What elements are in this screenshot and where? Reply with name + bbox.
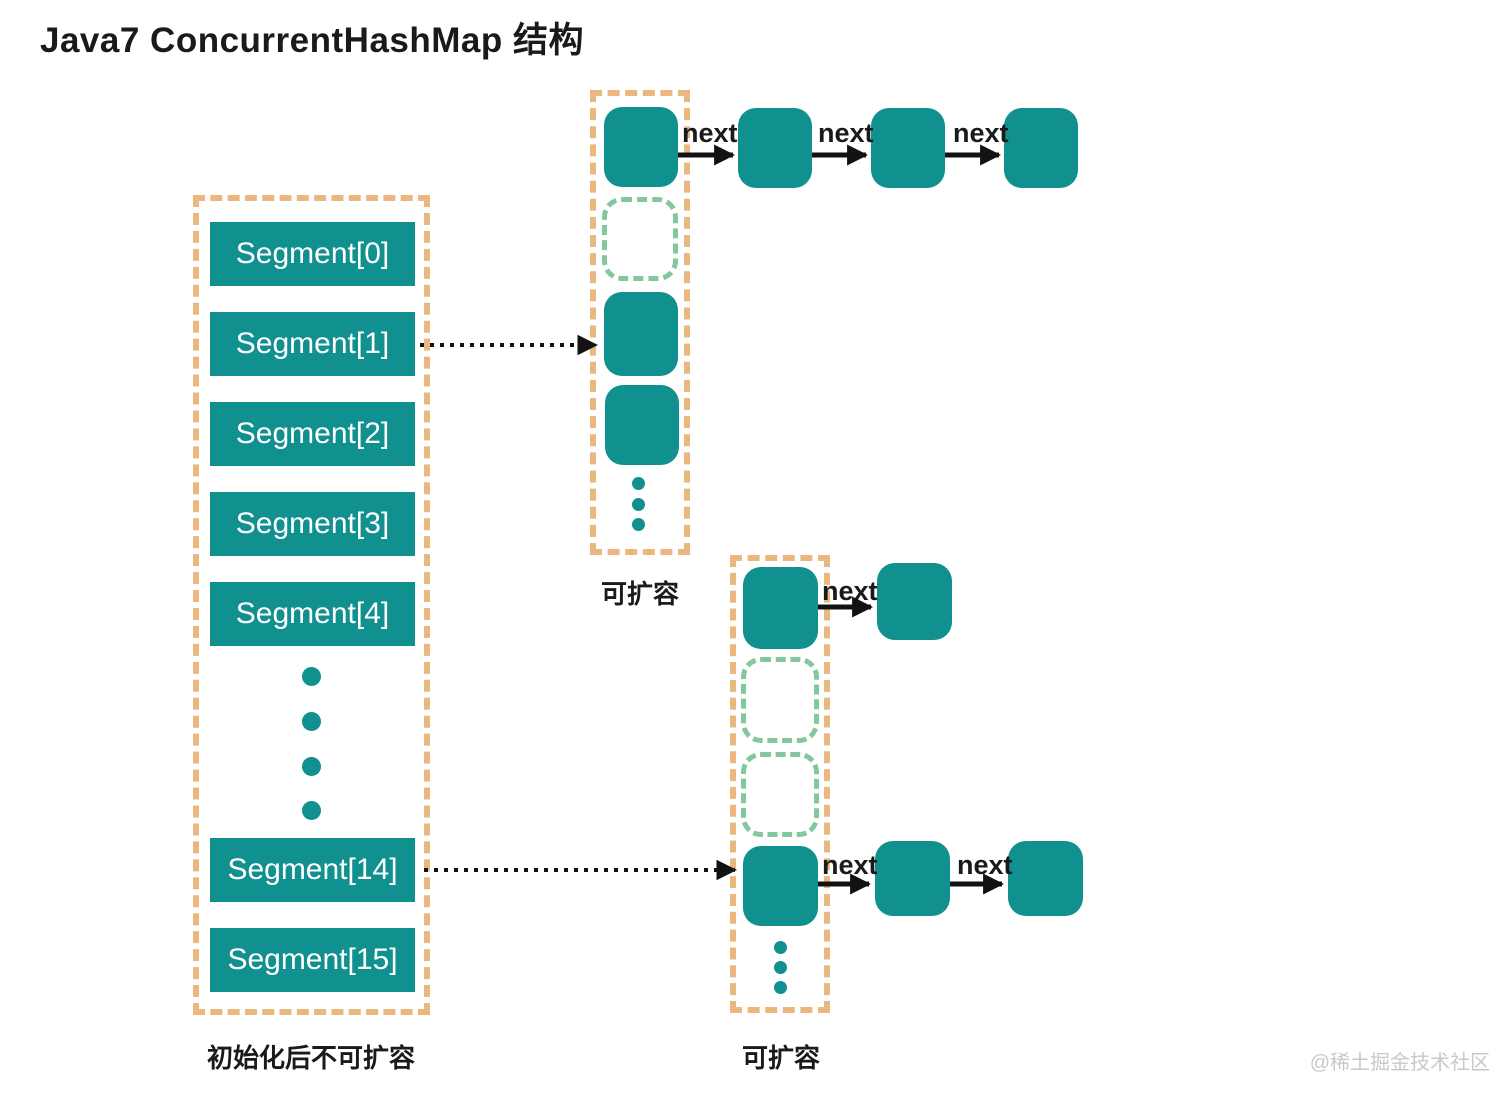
ellipsis-dot — [632, 498, 645, 511]
linked-list-node — [871, 108, 945, 188]
bucket-1-caption: 可扩容 — [601, 579, 680, 609]
hash-entry-node — [605, 385, 679, 465]
next-pointer-label: next — [682, 118, 738, 148]
linked-list-node — [1008, 841, 1083, 916]
linked-list-node — [875, 841, 950, 916]
empty-slot-node — [741, 752, 819, 837]
next-pointer-label: next — [953, 118, 1009, 148]
next-pointer-label: next — [818, 118, 874, 148]
ellipsis-dot — [774, 941, 787, 954]
segment-array-container — [193, 195, 430, 1015]
page-title: Java7 ConcurrentHashMap 结构 — [40, 21, 584, 60]
next-pointer-label: next — [957, 850, 1013, 880]
empty-slot-node — [602, 197, 678, 281]
linked-list-node — [1004, 108, 1078, 188]
hash-entry-node — [604, 292, 678, 376]
bucket-container-2 — [730, 555, 830, 1013]
segment-box-0: Segment[0] — [210, 222, 415, 286]
segment-box-4: Segment[4] — [210, 582, 415, 646]
next-pointer-label: next — [822, 576, 878, 606]
segment-box-3: Segment[3] — [210, 492, 415, 556]
linked-list-node — [877, 563, 952, 640]
hash-entry-node — [743, 846, 818, 926]
ellipsis-dot — [302, 667, 321, 686]
ellipsis-dot — [632, 518, 645, 531]
watermark: @稀土掘金技术社区 — [1309, 1052, 1490, 1074]
empty-slot-node — [741, 657, 819, 743]
ellipsis-dot — [774, 981, 787, 994]
ellipsis-dot — [632, 477, 645, 490]
bucket-2-caption: 可扩容 — [742, 1043, 821, 1073]
hash-entry-node — [743, 567, 818, 649]
segment-box-2: Segment[2] — [210, 402, 415, 466]
segment-array-caption: 初始化后不可扩容 — [207, 1043, 416, 1073]
bucket-container-1 — [590, 90, 690, 555]
segment-box-14: Segment[14] — [210, 838, 415, 902]
hash-entry-node — [604, 107, 678, 187]
segment-box-15: Segment[15] — [210, 928, 415, 992]
ellipsis-dot — [302, 801, 321, 820]
next-pointer-label: next — [822, 850, 878, 880]
linked-list-node — [738, 108, 812, 188]
ellipsis-dot — [774, 961, 787, 974]
ellipsis-dot — [302, 712, 321, 731]
segment-box-1: Segment[1] — [210, 312, 415, 376]
ellipsis-dot — [302, 757, 321, 776]
